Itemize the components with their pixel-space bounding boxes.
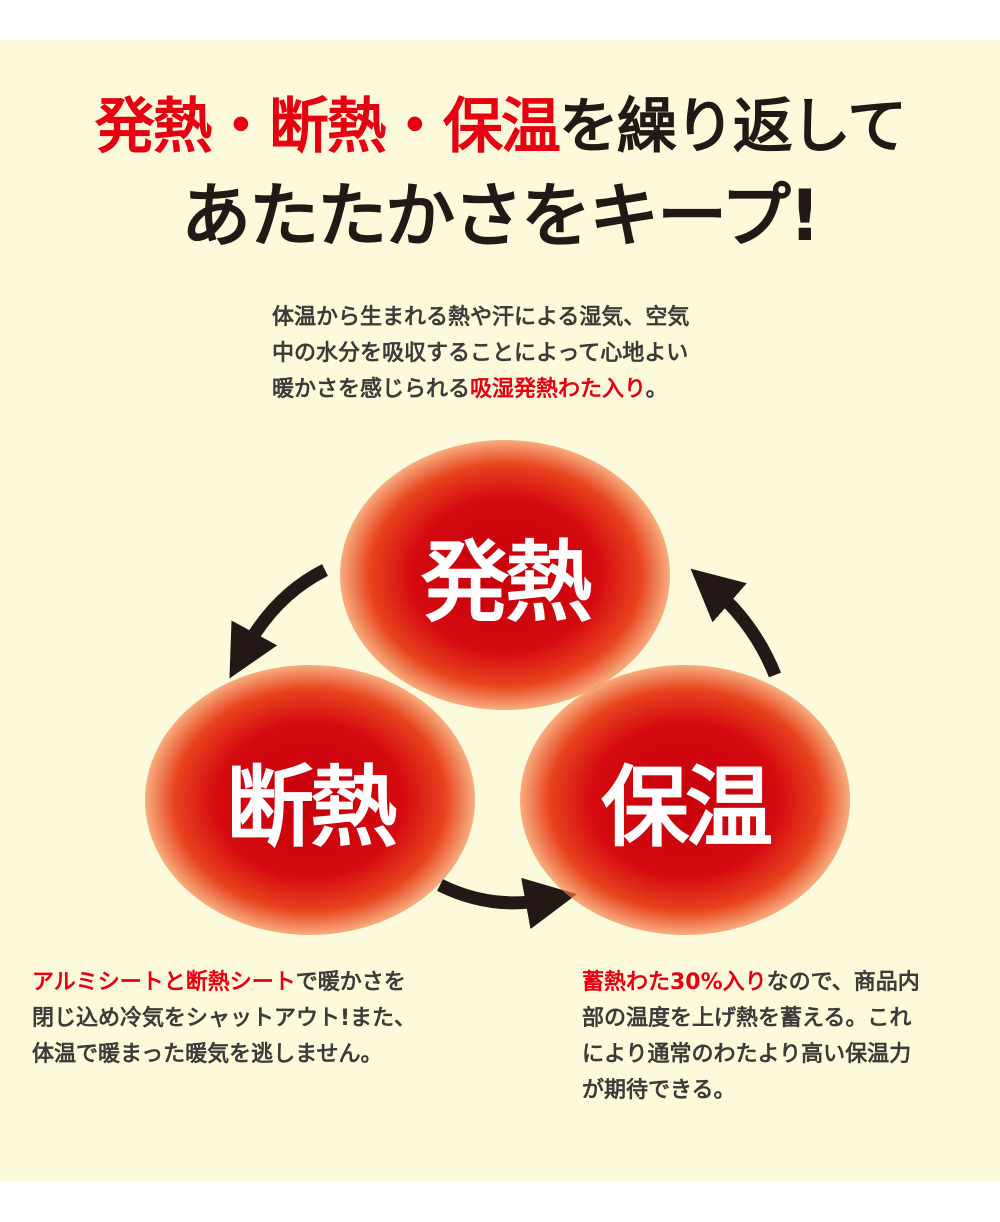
desc-line: 体温で暖まった暖気を逃しません。 [32, 1042, 383, 1067]
arrow-right-to-top-icon [690, 568, 782, 678]
desc-highlight: アルミシートと断熱シート [32, 970, 296, 995]
cycle-heat-retention: 保温 [520, 665, 850, 935]
intro-line: 暖かさを感じられる吸湿発熱わた入り。 [272, 372, 689, 408]
arrow-top-to-left-icon [229, 564, 328, 679]
intro-text: 。 [645, 377, 668, 402]
intro-line: 中の水分を吸収することによって心地よい [272, 341, 689, 366]
desc-line: が期待できる。 [582, 1078, 736, 1103]
desc-line: により通常のわたより高い保温力 [582, 1042, 912, 1067]
desc-line: 閉じ込め冷気をシャットアウト!また、 [32, 1006, 417, 1031]
desc-text: で暖かさを [295, 970, 406, 995]
intro-highlight: 吸湿発熱わた入り [470, 377, 646, 402]
desc-line: 蓄熱わた30%入りなので、商品内 [582, 965, 920, 1001]
arrow-left-to-right-icon [437, 877, 577, 930]
intro-text: 暖かさを感じられる [272, 377, 471, 402]
intro-paragraph: 体温から生まれる熱や汗による湿気、空気 中の水分を吸収することによって心地よい … [272, 300, 689, 408]
headline-highlight: 発熱・断熱・保温 [94, 92, 561, 162]
headline-line-2: あたたかさをキープ! [181, 175, 821, 257]
cycle-insulation: 断熱 [145, 665, 475, 935]
desc-line: 部の温度を上げ熱を蓄える。これ [582, 1006, 912, 1031]
desc-text: なので、商品内 [766, 970, 920, 995]
cycle-heat-generation: 発熱 [340, 440, 670, 710]
cycle-label: 断熱 [225, 755, 398, 859]
headline-text: を繰り返して [558, 92, 907, 162]
intro-line: 体温から生まれる熱や汗による湿気、空気 [272, 305, 690, 330]
cycle-label: 保温 [600, 755, 773, 859]
desc-line: アルミシートと断熱シートで暖かさを [32, 965, 416, 1001]
insulation-description: アルミシートと断熱シートで暖かさを 閉じ込め冷気をシャットアウト!また、 体温で… [32, 965, 416, 1073]
cycle-label: 発熱 [420, 530, 593, 634]
headline-line-1: 発熱・断熱・保温を繰り返して [0, 78, 1000, 165]
retention-description: 蓄熱わた30%入りなので、商品内 部の温度を上げ熱を蓄える。これ により通常のわ… [582, 965, 920, 1109]
desc-highlight: 蓄熱わた30%入り [582, 970, 767, 995]
